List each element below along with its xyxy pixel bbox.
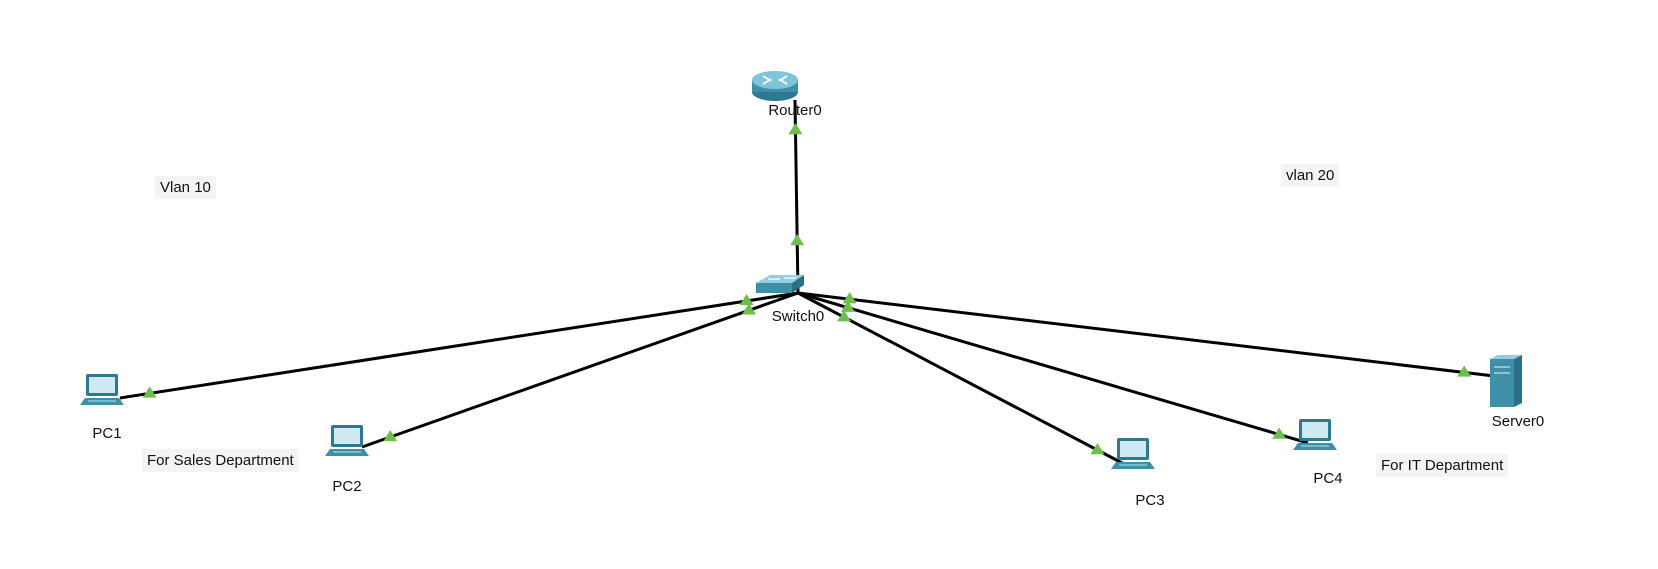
link-up-indicator xyxy=(1272,427,1287,439)
links-layer xyxy=(119,99,1495,466)
link-up-indicator xyxy=(840,300,855,312)
link-switch0-pc4[interactable] xyxy=(797,291,1309,445)
link-up-indicator xyxy=(790,234,805,246)
pc-icon[interactable] xyxy=(1111,438,1155,469)
switch-icon[interactable] xyxy=(756,275,804,293)
link-up-indicator xyxy=(837,310,852,322)
link-status-indicators xyxy=(142,122,1472,455)
it-department-note[interactable]: For IT Department xyxy=(1376,454,1509,477)
link-up-indicator xyxy=(142,386,157,398)
link-up-indicator xyxy=(788,122,803,135)
server-icon[interactable] xyxy=(1490,355,1522,407)
pc1-label: PC1 xyxy=(92,425,122,442)
vlan10-note[interactable]: Vlan 10 xyxy=(155,176,216,199)
link-switch0-server0[interactable] xyxy=(797,291,1495,378)
pc-icon[interactable] xyxy=(1293,419,1337,450)
router0-label: Router0 xyxy=(768,102,822,119)
link-up-indicator xyxy=(739,293,754,306)
router-icon[interactable] xyxy=(752,71,798,101)
pc4-label: PC4 xyxy=(1313,470,1343,487)
link-up-indicator xyxy=(383,430,398,442)
link-up-indicator xyxy=(741,303,756,315)
server0-label: Server0 xyxy=(1491,413,1545,430)
link-switch0-pc2[interactable] xyxy=(361,291,799,449)
sales-department-note[interactable]: For Sales Department xyxy=(142,449,299,472)
pc3-label: PC3 xyxy=(1135,492,1165,509)
link-up-indicator xyxy=(1457,365,1472,377)
pc-icon[interactable] xyxy=(80,374,124,405)
pc2-label: PC2 xyxy=(332,478,362,495)
switch0-label: Switch0 xyxy=(771,308,825,325)
link-switch0-pc1[interactable] xyxy=(119,291,799,400)
pc-icon[interactable] xyxy=(325,425,369,456)
link-up-indicator xyxy=(842,292,857,304)
vlan20-note[interactable]: vlan 20 xyxy=(1281,164,1340,187)
link-switch0-pc3[interactable] xyxy=(797,291,1125,466)
link-up-indicator xyxy=(1090,443,1105,455)
